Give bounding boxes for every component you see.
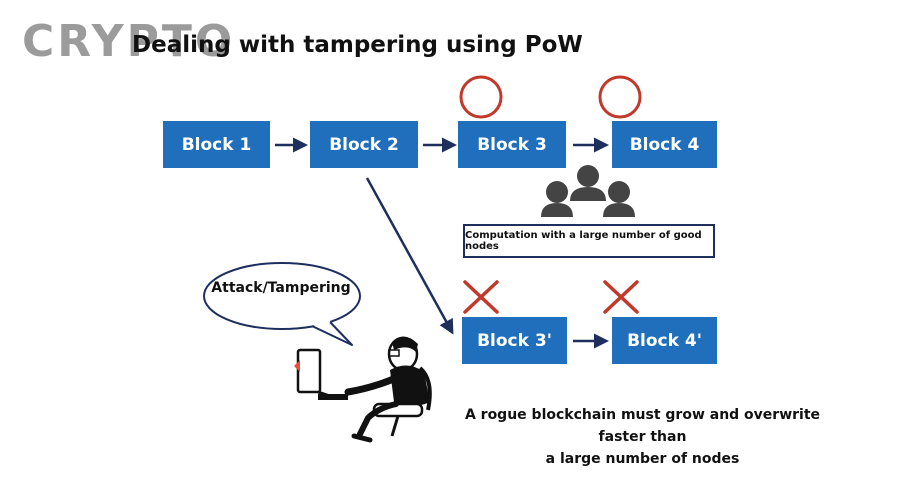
valid-circle-icon-block3 (459, 75, 503, 119)
attack-speech-text: Attack/Tampering (211, 280, 351, 296)
cross-icon-block4prime (603, 280, 639, 314)
good-nodes-label-text: Computation with a large number of good … (465, 230, 702, 252)
block-3: Block 3 (458, 121, 566, 168)
caption: A rogue blockchain must grow and overwri… (445, 404, 840, 470)
block-3-prime: Block 3' (462, 317, 567, 364)
valid-circle-icon-block4 (598, 75, 642, 119)
block-1: Block 1 (163, 121, 270, 168)
cross-icon-block3prime (463, 280, 499, 314)
block-4: Block 4 (612, 121, 717, 168)
hacker-at-computer-icon (294, 336, 432, 443)
crypto-logo: CRYPTO (22, 16, 236, 67)
caption-line-1: A rogue blockchain must grow and overwri… (464, 407, 821, 445)
slide-title: Dealing with tampering using PoW (132, 32, 583, 58)
arrow-fork-block2-to-block3prime (365, 177, 454, 335)
people-group-icon (541, 165, 635, 217)
caption-line-2: a large number of nodes (545, 451, 740, 467)
block-4-prime: Block 4' (612, 317, 717, 364)
block-2: Block 2 (310, 121, 418, 168)
speech-bubble (203, 262, 361, 346)
good-nodes-label: Computation with a large number of good … (463, 224, 715, 258)
